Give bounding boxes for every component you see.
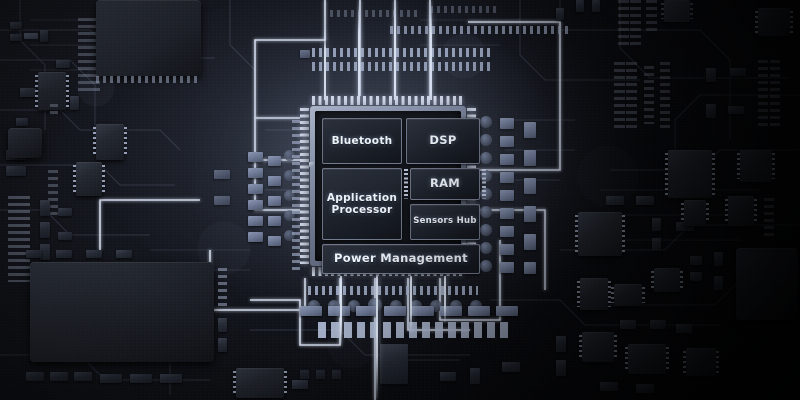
block-power-management-label: Power Management — [334, 251, 468, 266]
block-power-management[interactable]: Power Management — [322, 244, 480, 274]
pin-row-top — [312, 96, 464, 105]
block-application-processor-label: Application Processor — [327, 192, 397, 216]
ap-label-line-2: Processor — [331, 204, 393, 216]
block-dsp-label: DSP — [429, 133, 457, 148]
block-ram-label: RAM — [429, 176, 461, 191]
block-sensors-hub-label: Sensors Hub — [413, 216, 477, 227]
ram-pin-ladder-left — [404, 169, 408, 199]
block-dsp[interactable]: DSP — [406, 118, 480, 164]
block-bluetooth[interactable]: Bluetooth — [322, 118, 402, 164]
pin-col-left — [300, 108, 309, 264]
block-sensors-hub[interactable]: Sensors Hub — [410, 204, 480, 240]
block-ram[interactable]: RAM — [410, 168, 480, 200]
soc-package[interactable]: Bluetooth DSP Application Processor RAM — [300, 96, 486, 276]
soc-frame: Bluetooth DSP Application Processor RAM — [309, 106, 486, 274]
soc-block-grid: Bluetooth DSP Application Processor RAM — [322, 118, 486, 274]
frame-nub-left — [309, 162, 314, 167]
block-bluetooth-label: Bluetooth — [331, 134, 393, 147]
ram-pin-ladder-right — [482, 169, 486, 199]
soc-die-area: Bluetooth DSP Application Processor RAM — [315, 111, 486, 274]
block-application-processor[interactable]: Application Processor — [322, 168, 402, 240]
ap-label-line-1: Application — [326, 191, 398, 204]
